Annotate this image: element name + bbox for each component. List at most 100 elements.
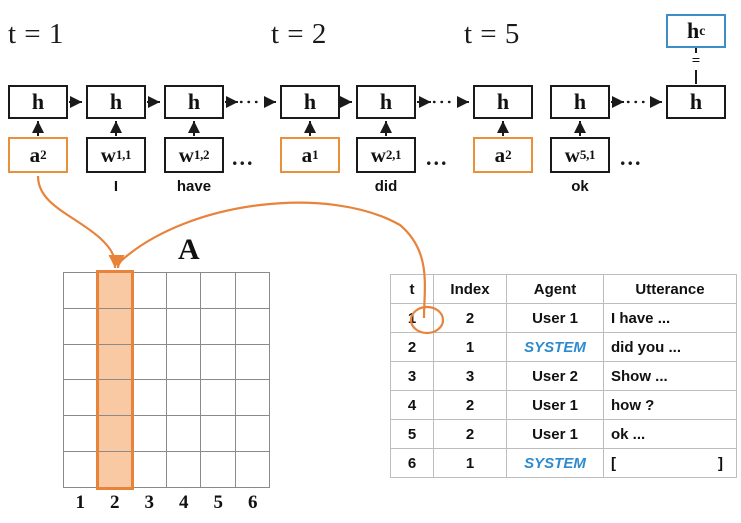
matrix-cell (201, 273, 236, 309)
cell-turn: 4 (390, 390, 434, 420)
empty-utterance-slot: [] (611, 455, 729, 472)
input-label: w (370, 142, 386, 167)
hidden-state-box-8: h (666, 85, 726, 119)
time-step-label-t2: t = 2 (271, 18, 327, 50)
hidden-state-box-4: h (280, 85, 340, 119)
input-label: w (100, 142, 116, 167)
column-header-agent: Agent (506, 274, 604, 304)
matrix-cell (98, 273, 133, 309)
matrix-cell (166, 452, 202, 488)
matrix-cell (166, 380, 202, 417)
word-label-I: I (113, 178, 119, 195)
hidden-state-box-6: h (473, 85, 533, 119)
matrix-cell (64, 308, 99, 345)
matrix-cell (166, 273, 202, 309)
matrix-label-A: A (178, 233, 200, 266)
matrix-cell (201, 308, 236, 345)
matrix-cell (201, 344, 236, 381)
input-row-ellipsis-3: ... (620, 145, 643, 170)
matrix-cell (201, 416, 236, 453)
matrix-cell (64, 416, 99, 453)
input-label: w (564, 142, 580, 167)
matrix-cell (132, 416, 167, 453)
input-subscript: 1 (312, 147, 319, 162)
word-label-did: did (374, 178, 398, 195)
matrix-cell (235, 416, 270, 453)
cell-agent: User 1 (506, 390, 604, 420)
matrix-cell (64, 344, 99, 381)
system-agent-label: SYSTEM (524, 338, 586, 356)
input-subscript: 2 (40, 147, 47, 162)
word-label-ok: ok (571, 178, 589, 195)
matrix-column-label: 5 (213, 492, 224, 513)
hidden-state-label-3: h (187, 89, 201, 114)
cell-agent: SYSTEM (506, 332, 604, 362)
hidden-state-label-5: h (379, 89, 393, 114)
table-header-row: t Index Agent Utterance (390, 274, 737, 304)
matrix-cell (98, 344, 133, 381)
matrix-cell (98, 380, 133, 417)
bracket-open: [ (611, 454, 616, 472)
input-subscript: 2 (505, 147, 512, 162)
column-header-utterance: Utterance (603, 274, 737, 304)
input-label: w (178, 142, 194, 167)
equality-sign: = (691, 53, 701, 69)
matrix-cell (235, 344, 270, 381)
matrix-cell (64, 380, 99, 417)
matrix-column-label: 6 (248, 492, 258, 513)
hidden-state-box-3: h (164, 85, 224, 119)
cell-turn: 2 (390, 332, 434, 362)
matrix-cell (235, 380, 270, 417)
bracket-close: ] (718, 454, 723, 472)
cell-utterance: how ? (603, 390, 737, 420)
cell-utterance: Show ... (603, 361, 737, 391)
time-step-label-t1: t = 1 (8, 18, 64, 50)
matrix-cell (98, 416, 133, 453)
input-arrows (32, 121, 586, 136)
cell-turn: 3 (390, 361, 434, 391)
context-hidden-state-label: h (687, 18, 700, 43)
hidden-state-box-7: h (550, 85, 610, 119)
hidden-state-label-6: h (496, 89, 510, 114)
hidden-state-label-1: h (31, 89, 45, 114)
input-label: a (301, 142, 313, 167)
matrix-cell (166, 416, 202, 453)
cell-utterance: ok ... (603, 419, 737, 449)
matrix-column-label: 4 (179, 492, 189, 513)
hidden-state-label-7: h (573, 89, 587, 114)
time-step-label-t5: t = 5 (464, 18, 520, 50)
cell-agent: User 1 (506, 419, 604, 449)
input-label: a (494, 142, 506, 167)
matrix-cell (64, 452, 99, 488)
matrix-cell (132, 380, 167, 417)
matrix-column-label: 3 (144, 492, 155, 513)
cell-index: 3 (433, 361, 507, 391)
input-row-ellipsis-1: ... (232, 145, 255, 170)
word-label-have: have (176, 178, 212, 195)
cell-utterance: [] (603, 448, 737, 478)
matrix-cell (235, 308, 270, 345)
matrix-column-label: 2 (110, 492, 120, 513)
hidden-state-box-5: h (356, 85, 416, 119)
cell-agent: User 1 (506, 303, 604, 333)
matrix-cell (98, 308, 133, 345)
matrix-cell (132, 308, 167, 345)
matrix-cell (98, 452, 133, 488)
input-subscript: 5,1 (579, 147, 596, 162)
hidden-state-label-4: h (303, 89, 317, 114)
input-row-ellipsis-2: ... (426, 145, 449, 170)
column-header-index: Index (433, 274, 507, 304)
cell-agent: SYSTEM (506, 448, 604, 478)
